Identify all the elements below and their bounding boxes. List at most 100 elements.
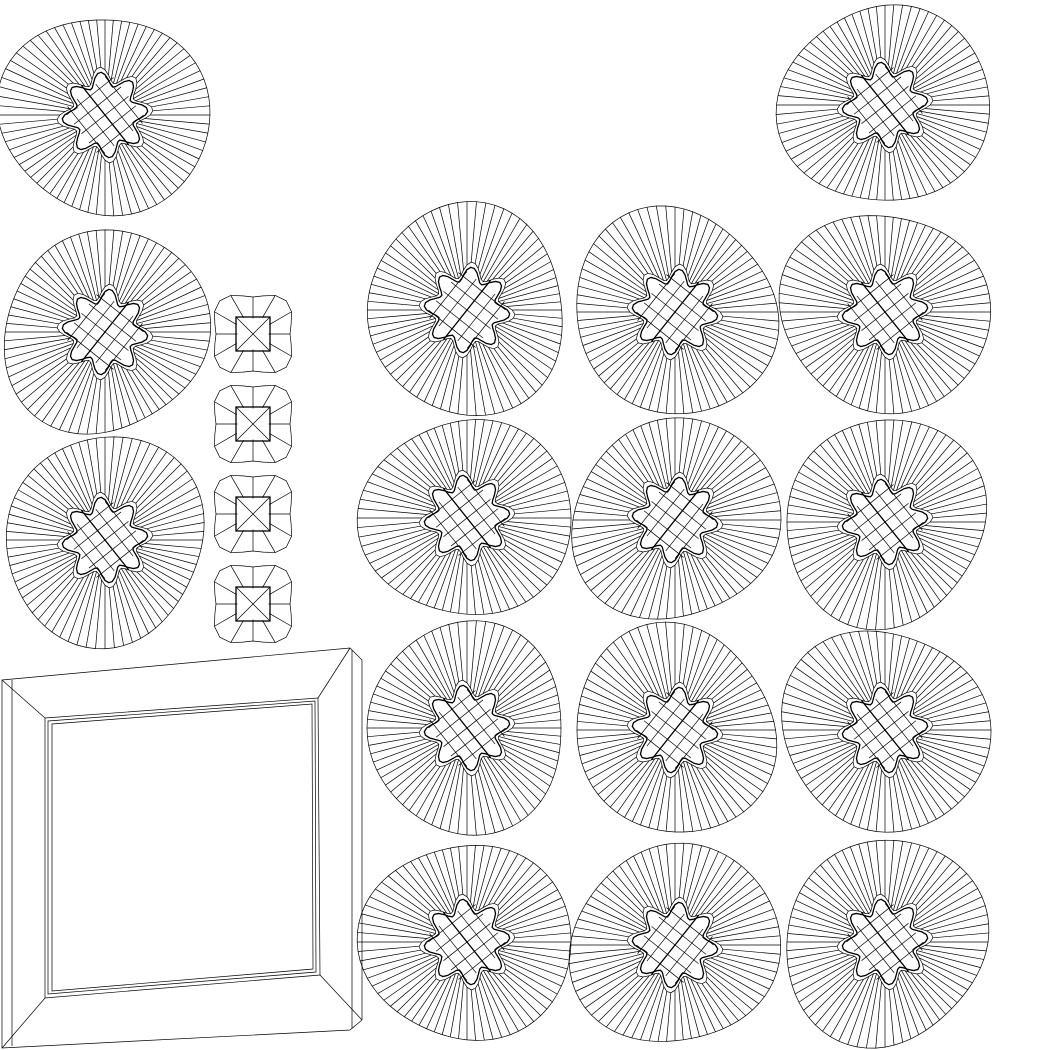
island-radial-edge	[475, 623, 496, 697]
island-radial-edge	[0, 96, 71, 110]
island-radial-edge	[112, 231, 124, 286]
island-radial-edge	[577, 918, 634, 935]
flower-radial-edge	[269, 491, 292, 505]
island-radial-edge	[850, 343, 874, 406]
island-radial-edge	[722, 523, 781, 530]
island-radial-edge	[802, 464, 847, 496]
island-radial-edge	[926, 284, 987, 302]
island-grid-edge	[450, 932, 499, 971]
island-radial-edge	[657, 358, 668, 413]
island-radial-edge	[924, 945, 987, 952]
island-radial-edge	[620, 636, 654, 693]
island-radial-edge	[932, 512, 987, 519]
frame-bevel	[1, 679, 46, 719]
island-radial-edge	[712, 892, 766, 924]
island-radial-edge	[492, 548, 534, 598]
island-radial-edge	[709, 270, 763, 297]
island-radial-edge	[911, 434, 947, 484]
island-radial-edge	[796, 124, 857, 167]
island-radial-edge	[888, 419, 895, 483]
island-radial-edge	[900, 758, 937, 820]
island-inner-edge	[841, 478, 929, 566]
island-radial-edge	[709, 900, 770, 930]
island-radial-edge	[787, 949, 839, 960]
island-radial-edge	[892, 151, 903, 200]
island-radial-edge	[9, 550, 64, 566]
island-radial-edge	[683, 343, 702, 412]
island-radial-edge	[502, 482, 565, 506]
flower-diagonal	[235, 316, 271, 352]
island-radial-edge	[799, 892, 848, 921]
island-radial-edge	[11, 552, 70, 575]
island-radial-edge	[136, 42, 178, 84]
island-radial-edge	[8, 314, 59, 325]
island-radial-edge	[688, 851, 719, 915]
island-radial-edge	[813, 450, 854, 491]
island-radial-edge	[593, 338, 637, 370]
island-radial-edge	[514, 313, 563, 319]
island-radial-edge	[110, 21, 122, 81]
island-radial-edge	[584, 259, 647, 297]
island-radial-edge	[657, 566, 668, 620]
uv-island-radial	[356, 419, 572, 615]
island-radial-edge	[611, 444, 645, 484]
island-radial-edge	[805, 749, 857, 786]
island-radial-edge	[508, 490, 568, 508]
island-radial-edge	[376, 685, 433, 713]
island-radial-edge	[448, 356, 460, 412]
island-grid-edge	[876, 311, 924, 350]
island-radial-edge	[59, 362, 92, 430]
island-radial-edge	[915, 60, 980, 92]
island-radial-edge	[904, 970, 940, 1021]
island-radial-edge	[875, 351, 882, 413]
island-radial-edge	[639, 555, 663, 618]
island-grid-edge	[861, 86, 909, 124]
island-radial-edge	[383, 459, 429, 492]
island-radial-edge	[793, 742, 850, 764]
island-radial-edge	[792, 908, 854, 931]
island-radial-edge	[13, 298, 70, 320]
island-radial-edge	[793, 535, 855, 565]
island-radial-edge	[900, 644, 926, 696]
island-radial-edge	[575, 960, 641, 992]
island-radial-edge	[571, 523, 636, 530]
island-radial-edge	[95, 379, 102, 434]
island-radial-edge	[791, 955, 855, 986]
island-radial-edge	[142, 136, 195, 168]
island-radial-edge	[144, 322, 211, 329]
island-radial-edge	[126, 447, 159, 503]
island-radial-edge	[888, 840, 895, 903]
flower-diagonal	[235, 496, 271, 532]
island-radial-edge	[358, 525, 421, 538]
island-radial-edge	[794, 248, 847, 286]
flower-radial-edge	[230, 565, 244, 588]
island-radial-edge	[784, 319, 839, 331]
island-radial-edge	[923, 548, 963, 577]
island-radial-edge	[51, 577, 84, 633]
island-radial-edge	[369, 896, 433, 927]
island-radial-edge	[919, 327, 980, 357]
island-radial-edge	[843, 139, 870, 195]
island-radial-edge	[920, 69, 983, 93]
island-radial-edge	[24, 134, 77, 172]
island-radial-edge	[118, 145, 149, 209]
island-radial-edge	[706, 245, 742, 281]
island-radial-edge	[9, 127, 70, 151]
island-radial-edge	[835, 349, 864, 397]
island-radial-edge	[688, 639, 718, 700]
island-radial-edge	[637, 209, 664, 281]
island-radial-edge	[694, 650, 731, 702]
flower-radial-edge	[230, 475, 244, 498]
island-radial-edge	[430, 211, 456, 279]
island-radial-edge	[120, 26, 147, 81]
island-radial-edge	[151, 96, 209, 108]
island-radial-edge	[714, 935, 781, 942]
island-inner-edge	[841, 61, 929, 149]
island-grid-edge	[429, 509, 468, 557]
island-radial-edge	[498, 526, 569, 546]
flower-radial-edge	[262, 440, 276, 463]
island-radial-edge	[859, 10, 875, 64]
island-radial-edge	[603, 343, 644, 384]
island-radial-edge	[439, 207, 459, 279]
island-radial-edge	[682, 843, 694, 899]
